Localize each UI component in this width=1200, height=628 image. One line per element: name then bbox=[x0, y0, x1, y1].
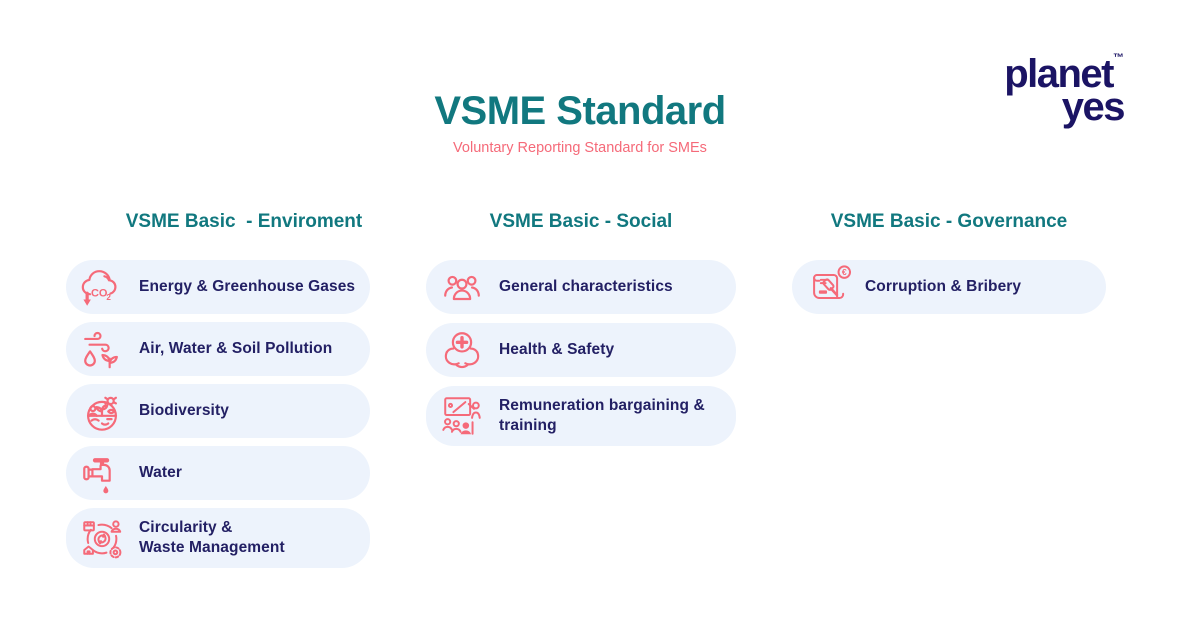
svg-text:2: 2 bbox=[106, 293, 111, 302]
pill-circularity-waste-management: Circularity & Waste Management bbox=[66, 508, 370, 568]
people-group-icon bbox=[438, 263, 486, 311]
pill-label: Circularity & Waste Management bbox=[139, 519, 285, 556]
pill-biodiversity: Biodiversity bbox=[66, 384, 370, 438]
svg-text:€: € bbox=[842, 267, 847, 277]
pill-label: Biodiversity bbox=[139, 402, 229, 419]
column-environment: VSME Basic - Enviroment CO 2 Energy & Gr… bbox=[66, 210, 370, 576]
pill-label: Air, Water & Soil Pollution bbox=[139, 340, 333, 357]
column-social: VSME Basic - Social General characterist… bbox=[426, 210, 736, 455]
pill-label: Health & Safety bbox=[499, 341, 615, 358]
pill-label: Water bbox=[139, 464, 182, 481]
svg-text:CO: CO bbox=[91, 288, 108, 300]
page-title: VSME Standard bbox=[434, 89, 726, 133]
air-water-soil-icon bbox=[78, 325, 126, 373]
column-header-governance: VSME Basic - Governance bbox=[830, 211, 1068, 232]
column-header-social: VSME Basic - Social bbox=[489, 211, 673, 232]
pill-label: Energy & Greenhouse Gases bbox=[139, 278, 356, 295]
pill-energy-greenhouse-gases: CO 2 Energy & Greenhouse Gases bbox=[66, 260, 370, 314]
circularity-icon bbox=[78, 514, 126, 562]
pill-corruption-bribery: € Corruption & Bribery bbox=[792, 260, 1106, 314]
pill-label: General characteristics bbox=[499, 278, 673, 295]
trademark-symbol: ™ bbox=[1113, 52, 1124, 64]
pill-health-safety: Health & Safety bbox=[426, 323, 736, 377]
title-block: VSME Standard Voluntary Reporting Standa… bbox=[300, 90, 860, 156]
pill-water: Water bbox=[66, 446, 370, 500]
health-safety-icon bbox=[438, 326, 486, 374]
logo-line-planet: planet™ bbox=[1004, 52, 1124, 96]
page-subtitle: Voluntary Reporting Standard for SMEs bbox=[453, 140, 707, 156]
column-header-environment: VSME Basic - Enviroment bbox=[125, 211, 363, 232]
pill-general-characteristics: General characteristics bbox=[426, 260, 736, 314]
co2-cloud-icon: CO 2 bbox=[78, 263, 126, 311]
biodiversity-icon bbox=[78, 387, 126, 435]
pill-label: Corruption & Bribery bbox=[865, 278, 1022, 295]
logo-line-yes: yes bbox=[1061, 84, 1126, 129]
pill-air-water-soil-pollution: Air, Water & Soil Pollution bbox=[66, 322, 370, 376]
pill-label: Remuneration bargaining & training bbox=[499, 397, 705, 434]
column-governance: VSME Basic - Governance € Corruption & B… bbox=[792, 210, 1106, 322]
water-tap-icon bbox=[78, 449, 126, 497]
planetyes-logo: planet™ yes bbox=[1004, 52, 1126, 129]
training-icon bbox=[438, 392, 486, 440]
gavel-scroll-euro-icon: € bbox=[804, 263, 852, 311]
pill-remuneration-bargaining-training: Remuneration bargaining & training bbox=[426, 386, 736, 446]
